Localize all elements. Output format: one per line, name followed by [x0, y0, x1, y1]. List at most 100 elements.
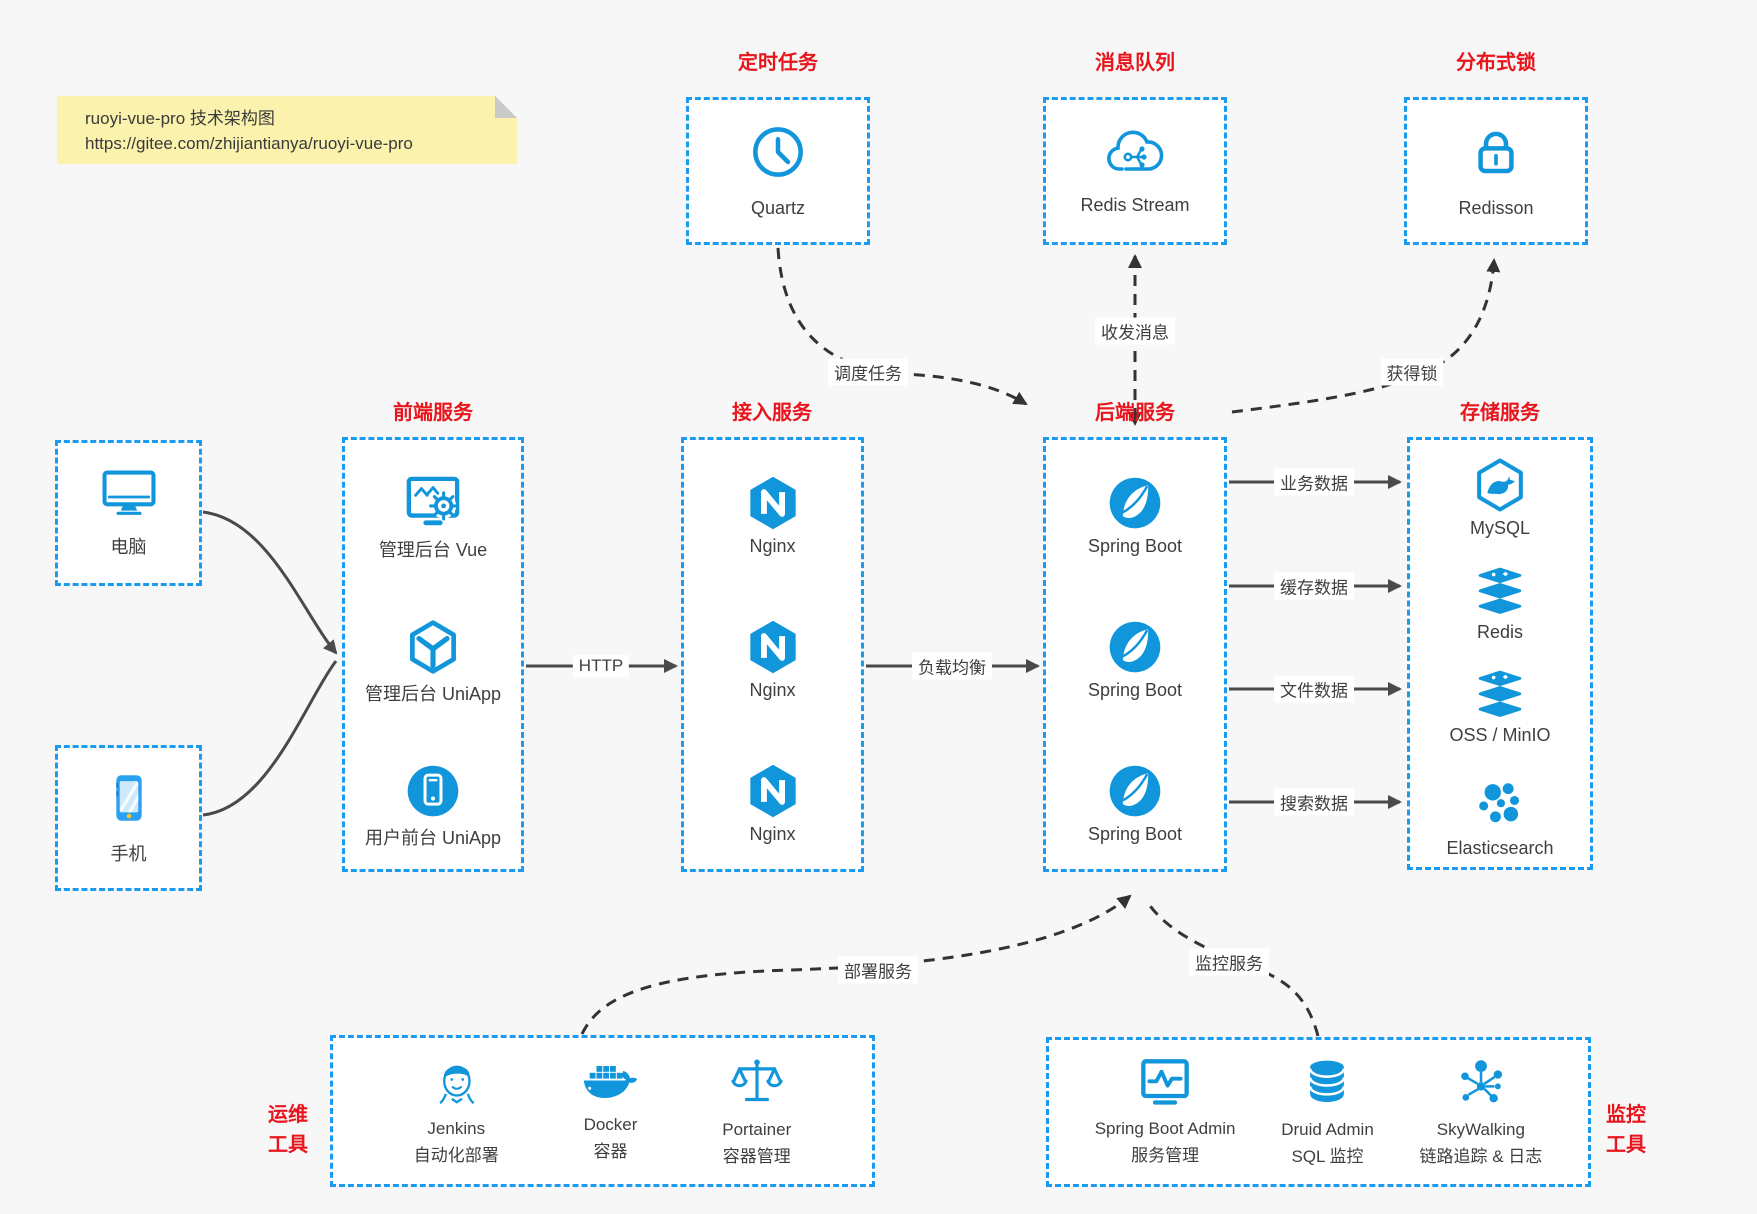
elasticsearch-icon: [1471, 776, 1529, 834]
redis-stack-icon: [1471, 560, 1529, 618]
network-nodes-icon: [1454, 1056, 1508, 1115]
node-label: Portainer: [722, 1119, 792, 1139]
lock-icon: [1467, 123, 1525, 186]
node-label: 管理后台 Vue: [378, 540, 488, 560]
node-sublabel: 容器: [593, 1142, 628, 1161]
ops-tools-title-line2: 工具: [268, 1134, 308, 1156]
nginx-icon: [744, 762, 802, 820]
ops-item-jenkins: Jenkins 自动化部署: [414, 1055, 499, 1168]
redis-stream-node: Redis Stream: [1043, 97, 1227, 245]
mobile-icon: [102, 771, 156, 830]
edge-label-search-data: 搜索数据: [1274, 788, 1354, 816]
node-label: MySQL: [1469, 518, 1530, 538]
group-title-message-queue: 消息队列: [1095, 52, 1175, 74]
edge-phone-to-frontend: [202, 660, 338, 817]
jenkins-icon: [429, 1055, 483, 1114]
column-title-backend: 后端服务: [1095, 402, 1175, 424]
spring-boot-icon: [1105, 474, 1165, 532]
node-label: 用户前台 UniApp: [364, 828, 502, 848]
quartz-node: Quartz: [686, 97, 870, 245]
node-label: Docker: [583, 1115, 638, 1134]
column-title-access: 接入服务: [732, 402, 812, 424]
node-sublabel: SQL 监控: [1291, 1146, 1364, 1166]
storage-column: MySQL Redis: [1407, 437, 1593, 870]
edge-label-business-data: 业务数据: [1274, 468, 1354, 496]
node-label: Spring Boot: [1087, 536, 1183, 556]
access-item-nginx-1: Nginx: [684, 474, 861, 557]
node-label: Spring Boot: [1087, 680, 1183, 700]
user-app-icon: [403, 762, 463, 820]
storage-item-elasticsearch: Elasticsearch: [1410, 776, 1590, 859]
spring-boot-icon: [1105, 762, 1165, 820]
pc-client-node: 电脑: [55, 440, 202, 586]
cube-icon: [403, 618, 463, 676]
node-label: Elasticsearch: [1446, 838, 1554, 858]
monitoring-tools-title-line1: 监控: [1606, 1104, 1646, 1126]
edge-label-load-balance: 负载均衡: [912, 652, 992, 680]
access-column: Nginx Nginx Nginx: [681, 437, 864, 872]
node-label: SkyWalking: [1436, 1119, 1525, 1139]
node-label: Quartz: [750, 198, 806, 218]
access-item-nginx-3: Nginx: [684, 762, 861, 845]
monitoring-tools-title-line2: 工具: [1606, 1134, 1646, 1156]
node-label: Redis Stream: [1080, 195, 1190, 215]
node-sublabel: 服务管理: [1131, 1145, 1200, 1165]
column-title-storage: 存储服务: [1460, 402, 1540, 424]
nginx-icon: [744, 474, 802, 532]
backend-item-springboot-1: Spring Boot: [1046, 474, 1224, 557]
monitoring-tools-title: 监控 工具: [1606, 1100, 1696, 1160]
node-label: Spring Boot: [1087, 824, 1183, 844]
edge-label-cache-data: 缓存数据: [1274, 572, 1354, 600]
storage-item-mysql: MySQL: [1410, 456, 1590, 539]
node-label: Nginx: [749, 824, 796, 844]
group-title-scheduled-tasks: 定时任务: [738, 52, 818, 74]
spring-boot-icon: [1105, 618, 1165, 676]
ops-tools-title: 运维 工具: [245, 1100, 331, 1160]
node-label: Druid Admin: [1281, 1119, 1374, 1139]
nginx-icon: [744, 618, 802, 676]
node-label: Nginx: [749, 680, 796, 700]
backend-item-springboot-3: Spring Boot: [1046, 762, 1224, 845]
node-sublabel: 自动化部署: [413, 1145, 499, 1165]
node-label: 管理后台 UniApp: [364, 684, 502, 704]
frontend-item-admin-uniapp: 管理后台 UniApp: [345, 618, 521, 706]
redis-stack-icon: [1471, 663, 1529, 721]
frontend-item-user-uniapp: 用户前台 UniApp: [345, 762, 521, 850]
node-label: Redis: [1476, 622, 1524, 642]
node-label: Nginx: [749, 536, 796, 556]
node-label: 电脑: [110, 537, 147, 557]
note-title: ruoyi-vue-pro 技术架构图: [85, 109, 275, 128]
edge-label-messaging: 收发消息: [1095, 317, 1175, 345]
edge-label-file-data: 文件数据: [1274, 675, 1354, 703]
ops-tools-box: Jenkins 自动化部署 Docker 容器: [330, 1035, 875, 1187]
mobile-client-node: 手机: [55, 745, 202, 891]
node-label: Spring Boot Admin: [1094, 1118, 1236, 1138]
node-label: Redisson: [1458, 198, 1534, 218]
node-sublabel: 链路追踪 & 日志: [1419, 1146, 1543, 1166]
database-icon: [1300, 1056, 1354, 1115]
storage-item-oss-minio: OSS / MinIO: [1410, 663, 1590, 746]
monitoring-item-sba: Spring Boot Admin 服务管理: [1095, 1057, 1236, 1168]
frontend-column: 管理后台 Vue 管理后台 UniApp 用户前台 UniApp: [342, 437, 524, 872]
desktop-icon: [100, 467, 158, 523]
access-item-nginx-2: Nginx: [684, 618, 861, 701]
monitoring-item-druid: Druid Admin SQL 监控: [1281, 1056, 1374, 1169]
edge-lock-curve: [1231, 258, 1501, 414]
column-title-frontend: 前端服务: [393, 402, 473, 424]
storage-item-redis: Redis: [1410, 560, 1590, 643]
admin-vue-icon: [402, 474, 464, 532]
ops-item-portainer: Portainer 容器管理: [722, 1054, 791, 1169]
monitoring-tools-box: Spring Boot Admin 服务管理 Druid Admin SQL 监…: [1046, 1037, 1591, 1187]
node-label: OSS / MinIO: [1449, 725, 1551, 745]
edge-label-monitor: 监控服务: [1189, 948, 1269, 976]
note-url: https://gitee.com/zhijiantianya/ruoyi-vu…: [85, 134, 413, 153]
sticky-note: ruoyi-vue-pro 技术架构图 https://gitee.com/zh…: [57, 96, 517, 164]
frontend-item-admin-vue: 管理后台 Vue: [345, 474, 521, 562]
edge-label-deploy: 部署服务: [838, 956, 918, 984]
mysql-icon: [1471, 456, 1529, 514]
group-title-distributed-lock: 分布式锁: [1456, 52, 1536, 74]
node-label: Jenkins: [427, 1118, 486, 1138]
monitoring-item-skywalking: SkyWalking 链路追踪 & 日志: [1419, 1056, 1542, 1169]
backend-item-springboot-2: Spring Boot: [1046, 618, 1224, 701]
